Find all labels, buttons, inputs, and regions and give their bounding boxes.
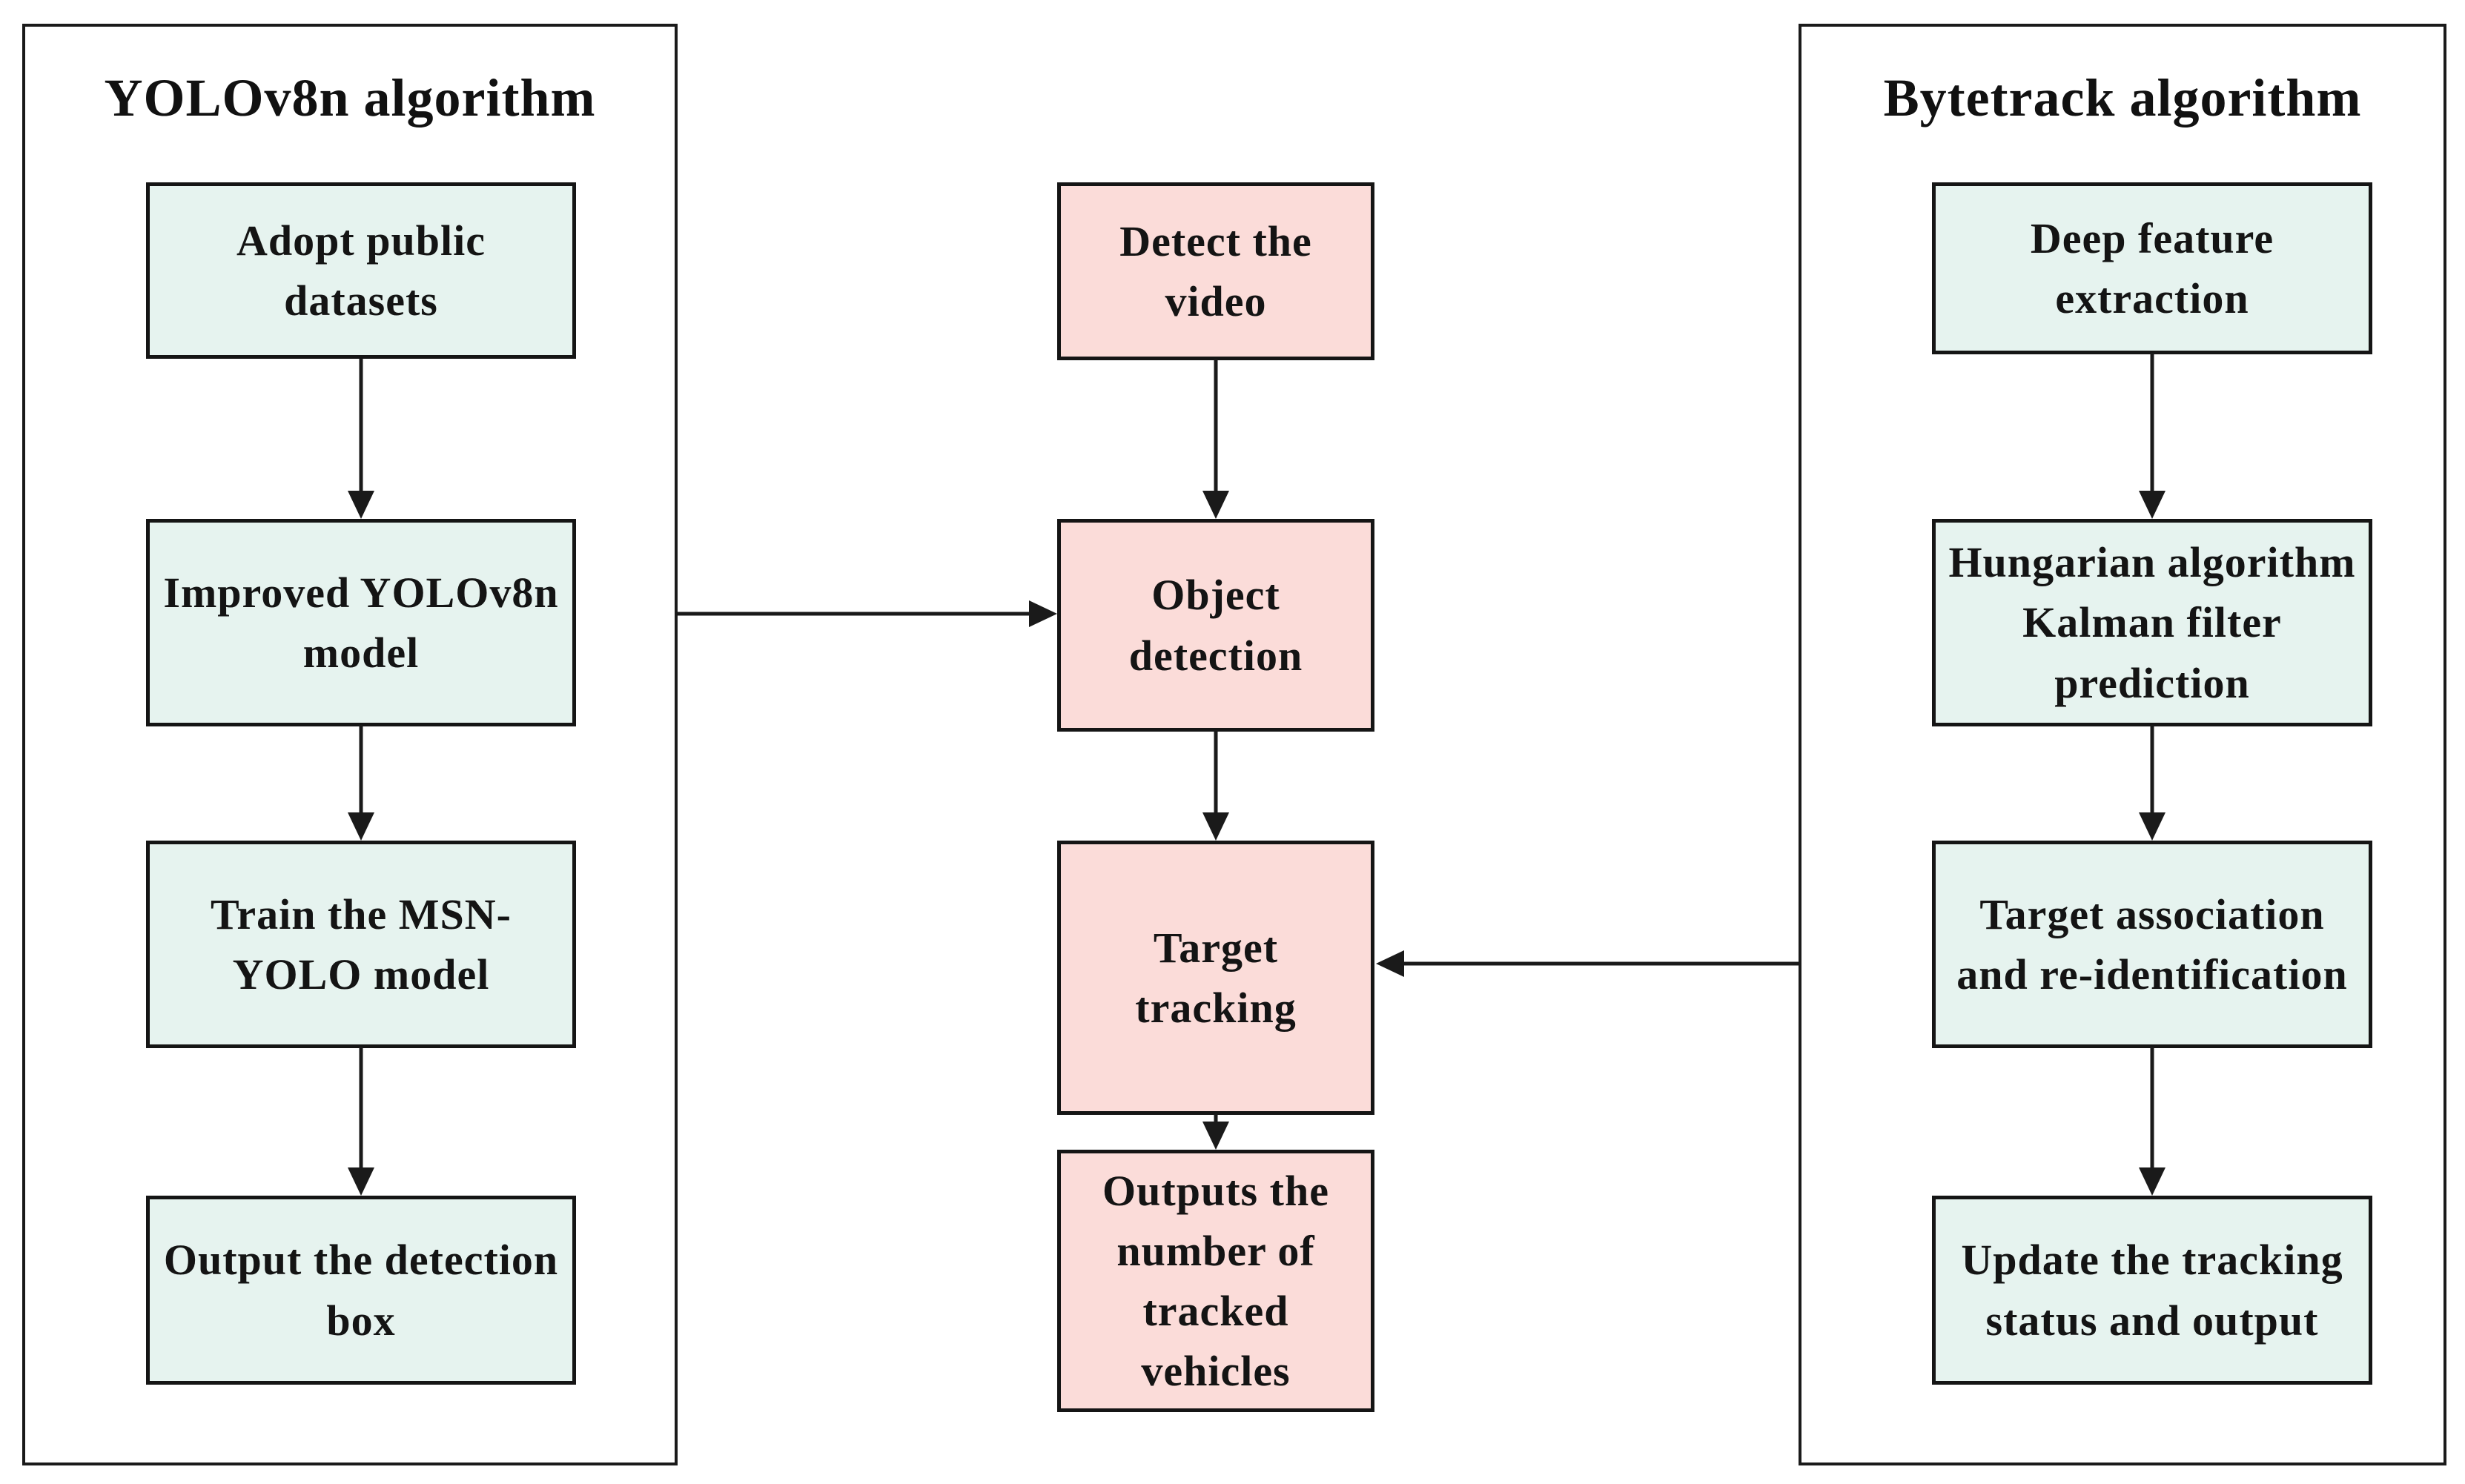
node-target-association-reid: Target association and re-identification xyxy=(1932,841,2372,1048)
node-output-detection-box: Output the detection box xyxy=(146,1196,576,1385)
arrow-video-to-object-detection xyxy=(1202,359,1229,519)
node-train-msn-yolo-model: Train the MSN- YOLO model xyxy=(146,841,576,1048)
node-target-tracking: Target tracking xyxy=(1057,841,1374,1115)
node-object-detection: Object detection xyxy=(1057,519,1374,732)
arrow-yolov8n-group-to-object-detection xyxy=(675,600,1057,627)
node-deep-feature-extraction: Deep feature extraction xyxy=(1932,182,2372,354)
node-detect-the-video: Detect the video xyxy=(1057,182,1374,360)
node-outputs-tracked-vehicles: Outputs the number of tracked vehicles xyxy=(1057,1150,1374,1412)
node-improved-yolov8n-model: Improved YOLOv8n model xyxy=(146,519,576,726)
arrow-object-detection-to-target-tracking xyxy=(1202,730,1229,841)
node-hungarian-kalman-prediction: Hungarian algorithm Kalman filter predic… xyxy=(1932,519,2372,726)
node-update-tracking-status: Update the tracking status and output xyxy=(1932,1196,2372,1385)
arrow-target-tracking-to-outputs xyxy=(1202,1113,1229,1150)
node-adopt-public-datasets: Adopt public datasets xyxy=(146,182,576,359)
yolov8n-group-title: YOLOv8n algorithm xyxy=(104,68,596,127)
arrow-bytetrack-group-to-target-tracking xyxy=(1376,950,1799,977)
bytetrack-group-title: Bytetrack algorithm xyxy=(1883,68,2362,127)
